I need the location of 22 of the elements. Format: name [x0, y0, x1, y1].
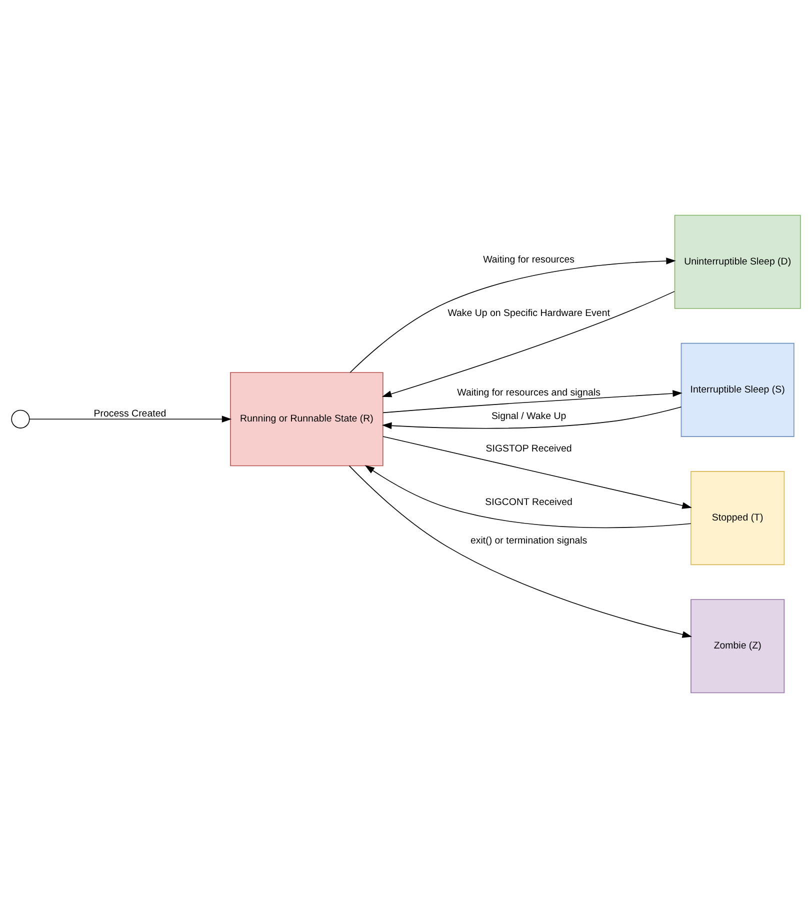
arrow	[382, 436, 692, 509]
edge-label: Wake Up on Specific Hardware Event	[448, 308, 610, 319]
node-box: Uninterruptible Sleep (D)	[674, 214, 801, 309]
edge-label: exit() or termination signals	[470, 536, 588, 547]
arrow	[348, 465, 692, 638]
arrow	[364, 465, 692, 528]
node-box: Stopped (T)	[690, 471, 785, 566]
arrow	[382, 406, 682, 430]
arrow	[29, 416, 232, 423]
arrow	[382, 291, 675, 398]
edge-label: Waiting for resources and signals	[457, 387, 600, 398]
node-box: Zombie (Z)	[690, 599, 785, 694]
edge-label: SIGCONT Received	[485, 496, 572, 508]
edge-label: Waiting for resources	[483, 254, 575, 266]
arrow	[382, 390, 682, 414]
edge-label: Signal / Wake Up	[491, 410, 566, 422]
node-box: Interruptible Sleep (S)	[680, 342, 794, 437]
node-box: Running or Runnable State (R)	[230, 372, 384, 466]
node-circle	[11, 410, 30, 428]
arrow	[350, 258, 676, 373]
edge-label: SIGSTOP Received	[486, 443, 572, 454]
edge-label: Process Created	[94, 408, 166, 420]
